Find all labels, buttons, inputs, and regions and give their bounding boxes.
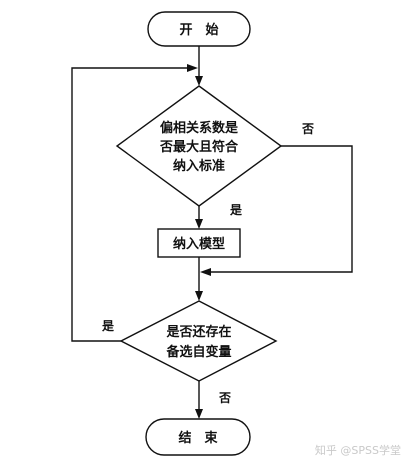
decision2-yes-label: 是 xyxy=(101,319,115,333)
start-label: 开 始 xyxy=(179,22,218,38)
arrowhead-icon xyxy=(195,409,203,419)
arrowhead-icon xyxy=(195,219,203,229)
decision1-line3: 纳入标准 xyxy=(173,158,225,174)
end-node xyxy=(145,418,251,456)
decision1-line1: 偏相关系数是 xyxy=(160,120,239,136)
process-label: 纳入模型 xyxy=(173,236,225,252)
arrowhead-icon xyxy=(195,76,203,86)
end-label: 结 束 xyxy=(178,430,218,446)
decision-remaining-variables xyxy=(119,300,278,382)
decision2-line2: 备选自变量 xyxy=(165,344,231,360)
arrowhead-icon xyxy=(187,64,198,72)
decision1-line2: 否最大且符合 xyxy=(159,139,239,155)
decision1-yes-label: 是 xyxy=(229,203,243,217)
decision2-no-label: 否 xyxy=(218,391,231,405)
watermark: 知乎 @SPSS学堂 xyxy=(314,444,401,457)
arrowhead-icon xyxy=(195,291,203,301)
decision1-no-label: 否 xyxy=(301,122,314,136)
edge-decision1-no xyxy=(206,145,353,273)
edge-loop-back xyxy=(71,67,193,342)
arrowhead-icon xyxy=(200,268,211,276)
decision2-line1: 是否还存在 xyxy=(165,324,231,340)
